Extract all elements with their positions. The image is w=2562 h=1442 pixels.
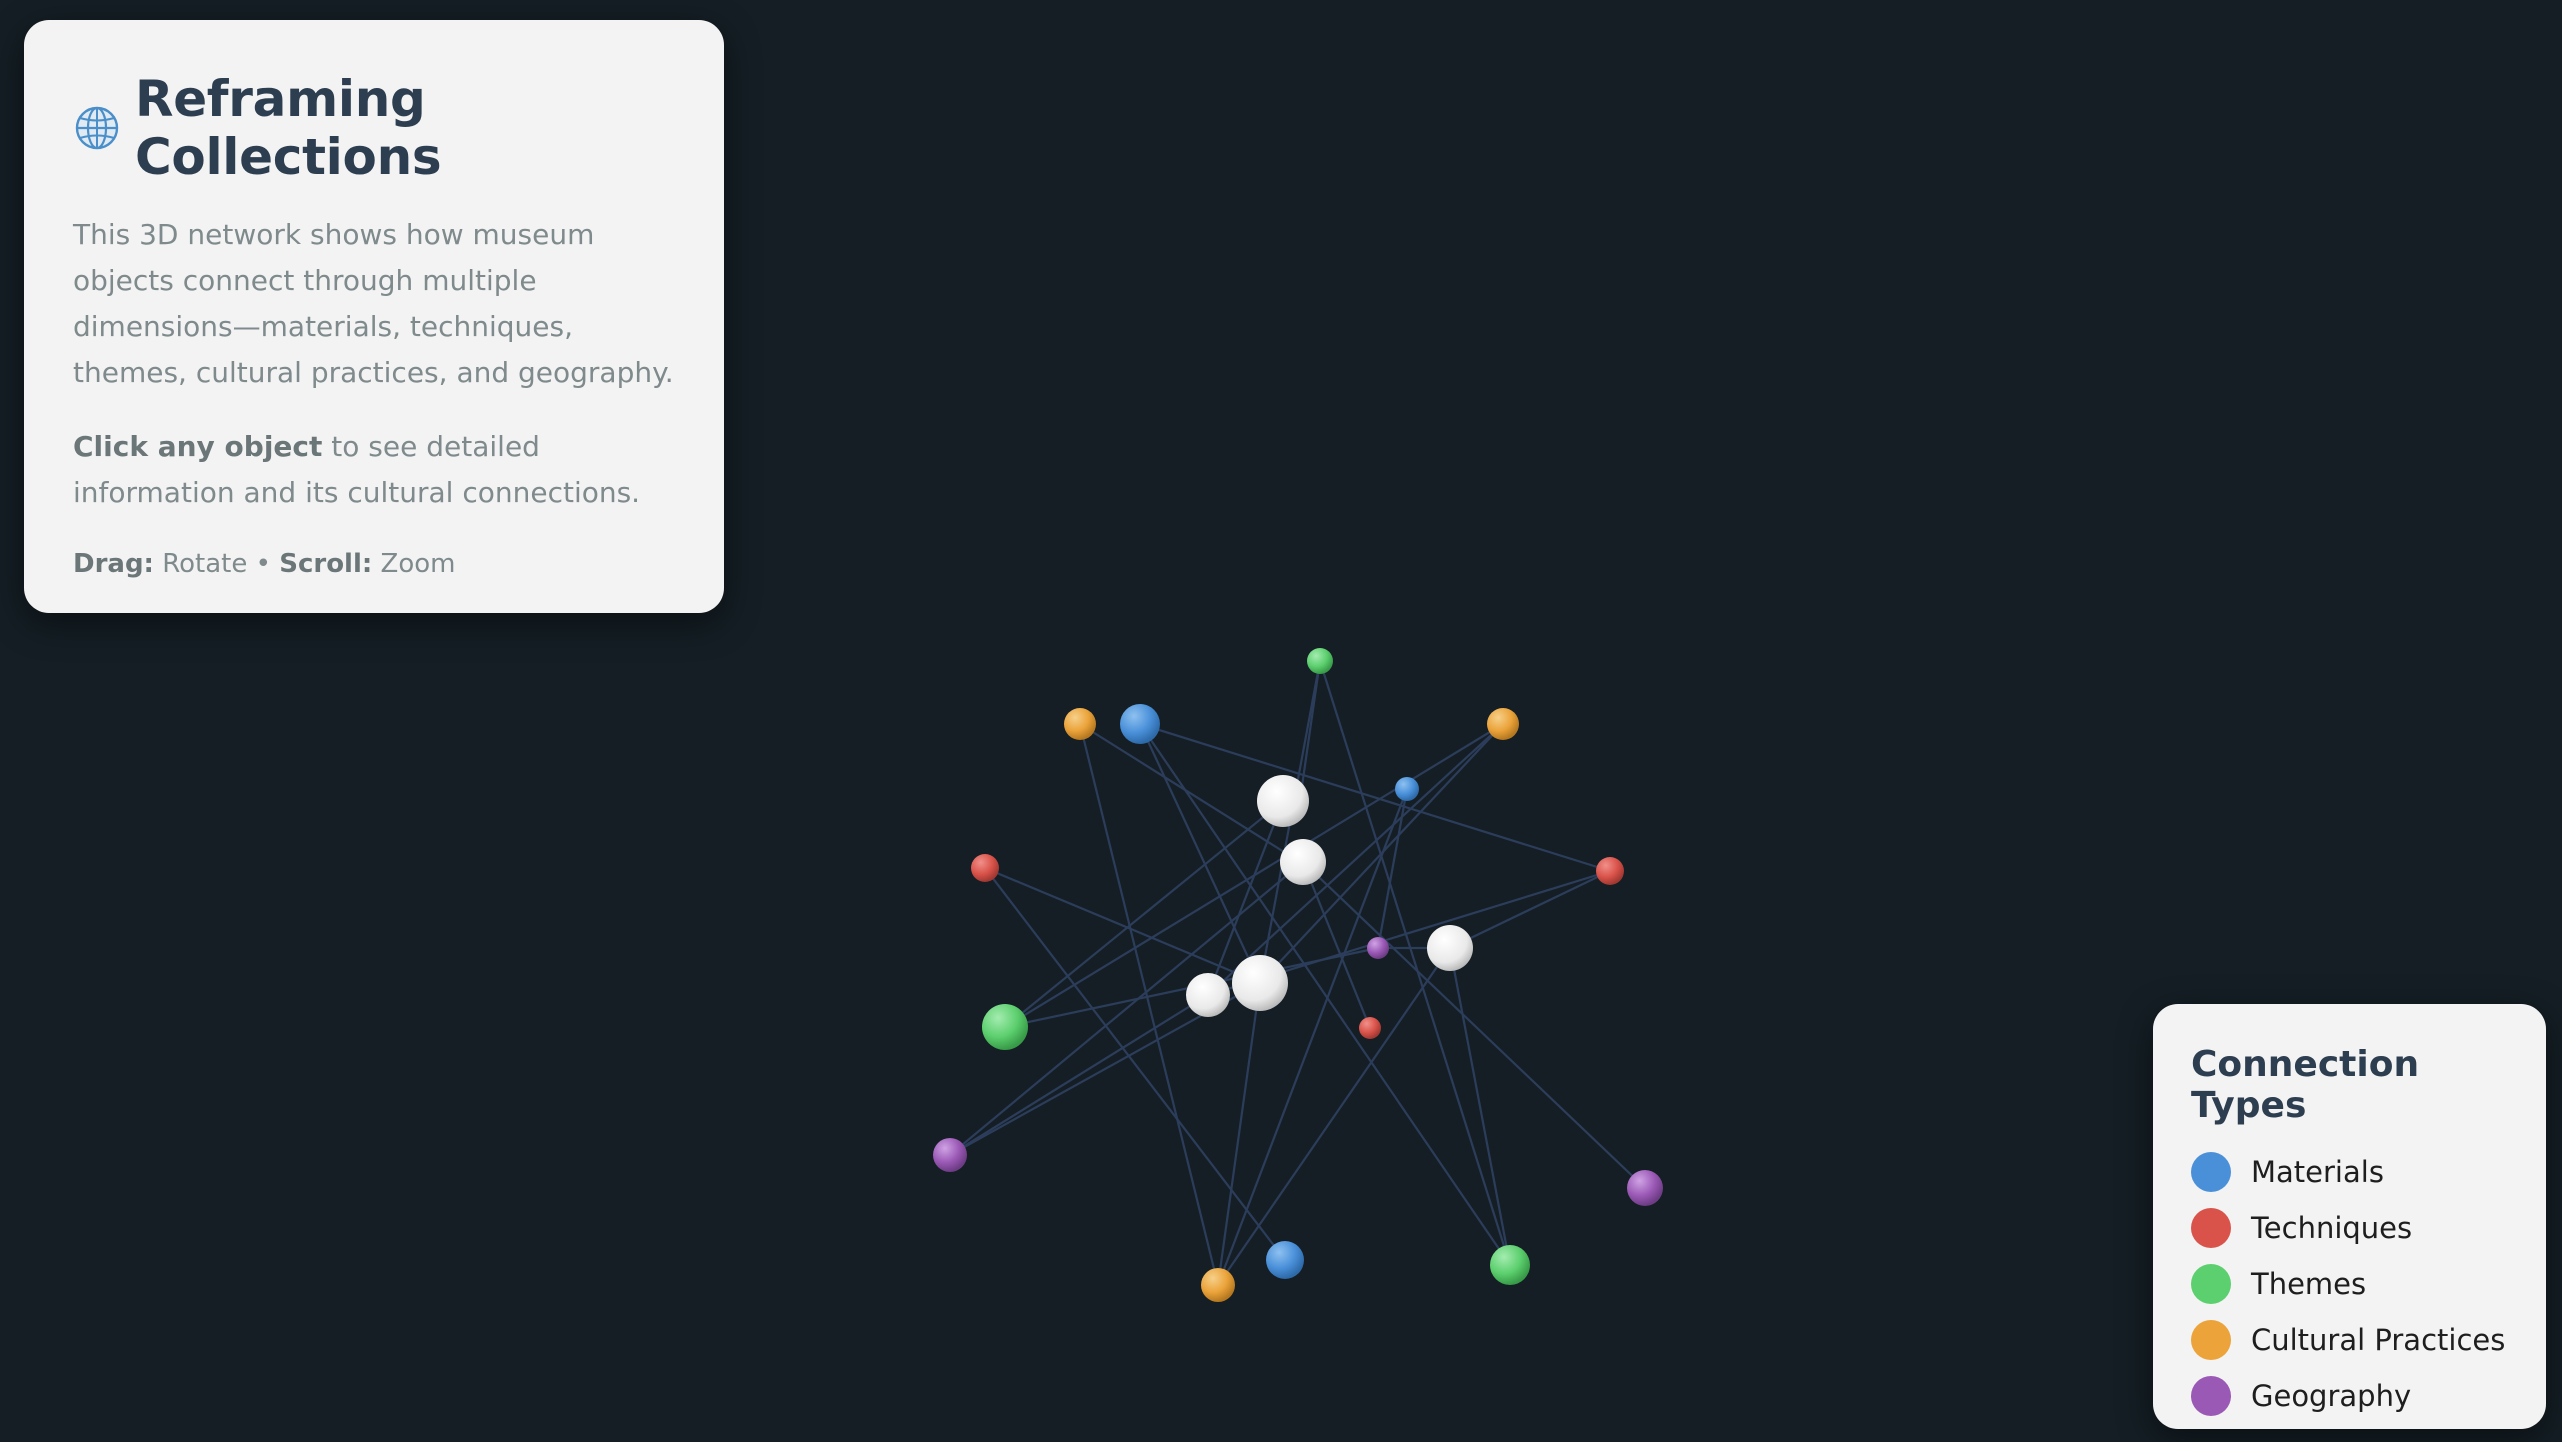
network-edge (1318, 660, 1512, 1266)
legend-label: Themes (2251, 1267, 2367, 1301)
techniques-node[interactable] (971, 854, 999, 882)
network-edge (1301, 861, 1372, 1029)
themes-node[interactable] (982, 1004, 1028, 1050)
techniques-node[interactable] (1359, 1017, 1381, 1039)
network-edge (1207, 723, 1504, 996)
network-edge (949, 994, 1209, 1156)
legend-item-themes: Themes (2191, 1256, 2508, 1312)
geography-node[interactable] (1367, 937, 1389, 959)
themes-swatch (2191, 1264, 2231, 1304)
cultural-practices-node[interactable] (1064, 708, 1096, 740)
network-edge (1376, 788, 1409, 949)
network-edge (1139, 723, 1511, 1266)
controls-hint: Drag: Rotate • Scroll: Zoom (73, 544, 675, 584)
legend-title: Connection Types (2191, 1044, 2420, 1126)
legend-item-materials: Materials (2191, 1144, 2508, 1200)
network-edge (1216, 788, 1409, 1286)
instruction-text: to see detailed information and its cult… (73, 430, 641, 509)
materials-node[interactable] (1120, 704, 1160, 744)
edge-layer (949, 660, 1646, 1286)
geography-swatch (2191, 1376, 2231, 1416)
materials-swatch (2191, 1152, 2231, 1192)
info-description: This 3D network shows how museum objects… (73, 218, 674, 389)
legend-panel: Connection Types Materials Techniques Th… (2153, 1004, 2546, 1429)
legend-label: Cultural Practices (2251, 1323, 2506, 1357)
page-title: Reframing Collections (135, 70, 442, 186)
info-panel: Reframing Collections This 3D network sh… (24, 20, 724, 613)
cultural-practices-node[interactable] (1487, 708, 1519, 740)
techniques-swatch (2191, 1208, 2231, 1248)
info-header: Reframing Collections (73, 70, 675, 186)
instruction-emphasis: Click any object (73, 430, 323, 463)
object-node[interactable] (1186, 973, 1230, 1017)
object-node[interactable] (1232, 955, 1288, 1011)
themes-node[interactable] (1307, 648, 1333, 674)
network-edge (1298, 660, 1322, 801)
geography-node[interactable] (1627, 1170, 1663, 1206)
legend-item-cultural-practices: Cultural Practices (2191, 1312, 2508, 1368)
themes-node[interactable] (1490, 1245, 1530, 1285)
object-node[interactable] (1280, 839, 1326, 885)
drag-action: Rotate • (153, 549, 280, 579)
drag-label: Drag: (73, 549, 154, 579)
legend-label: Techniques (2251, 1211, 2413, 1245)
globe-icon (75, 106, 119, 150)
network-edge (1449, 870, 1611, 949)
info-instruction: Click any object to see detailed informa… (73, 424, 675, 516)
geography-node[interactable] (933, 1138, 967, 1172)
network-edge (949, 861, 1304, 1156)
materials-node[interactable] (1395, 777, 1419, 801)
materials-node[interactable] (1266, 1241, 1304, 1279)
network-edge (1078, 723, 1220, 1286)
cultural-practices-swatch (2191, 1320, 2231, 1360)
network-edge (1216, 982, 1262, 1286)
network-edge (984, 867, 1286, 1261)
cultural-practices-node[interactable] (1201, 1268, 1235, 1302)
object-node[interactable] (1427, 925, 1473, 971)
scroll-label: Scroll: (279, 549, 373, 579)
object-node[interactable] (1257, 775, 1309, 827)
network-edge (1139, 722, 1611, 873)
network-edge (1139, 723, 1261, 984)
network-edge (1079, 723, 1301, 863)
network-edge (1217, 947, 1451, 1286)
network-edge (1004, 800, 1284, 1028)
legend-label: Materials (2251, 1155, 2384, 1189)
techniques-node[interactable] (1596, 857, 1624, 885)
legend-item-geography: Geography (2191, 1368, 2508, 1424)
network-edge (1302, 861, 1646, 1189)
legend-label: Geography (2251, 1379, 2412, 1413)
legend-item-techniques: Techniques (2191, 1200, 2508, 1256)
network-edge (1448, 947, 1512, 1266)
network-edge (984, 866, 1261, 985)
network-edge (1206, 800, 1285, 996)
scroll-action: Zoom (372, 549, 456, 579)
node-layer (933, 648, 1663, 1302)
